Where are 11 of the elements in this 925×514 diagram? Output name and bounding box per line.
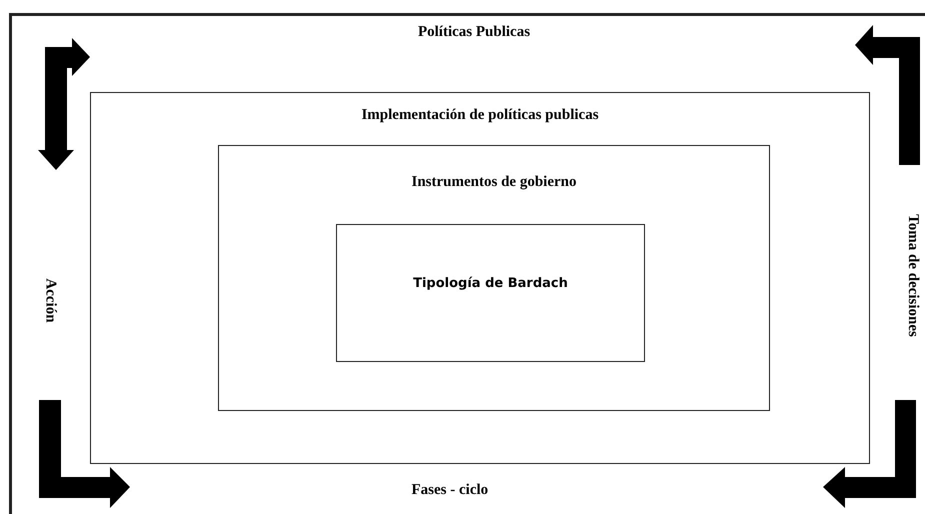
nested-box xyxy=(90,92,870,464)
nested-box xyxy=(218,145,770,411)
side-label: Toma de decisiones xyxy=(903,214,920,336)
box-title: Tipología de Bardach xyxy=(413,276,568,291)
box-title: Políticas Publicas xyxy=(418,24,530,41)
nested-box xyxy=(336,224,645,362)
side-label: Acción xyxy=(42,278,59,322)
frame-box xyxy=(9,13,925,514)
box-title: Instrumentos de gobierno xyxy=(411,174,576,191)
bottom-label: Fases - ciclo xyxy=(412,482,488,498)
box-title: Implementación de políticas publicas xyxy=(361,107,599,124)
